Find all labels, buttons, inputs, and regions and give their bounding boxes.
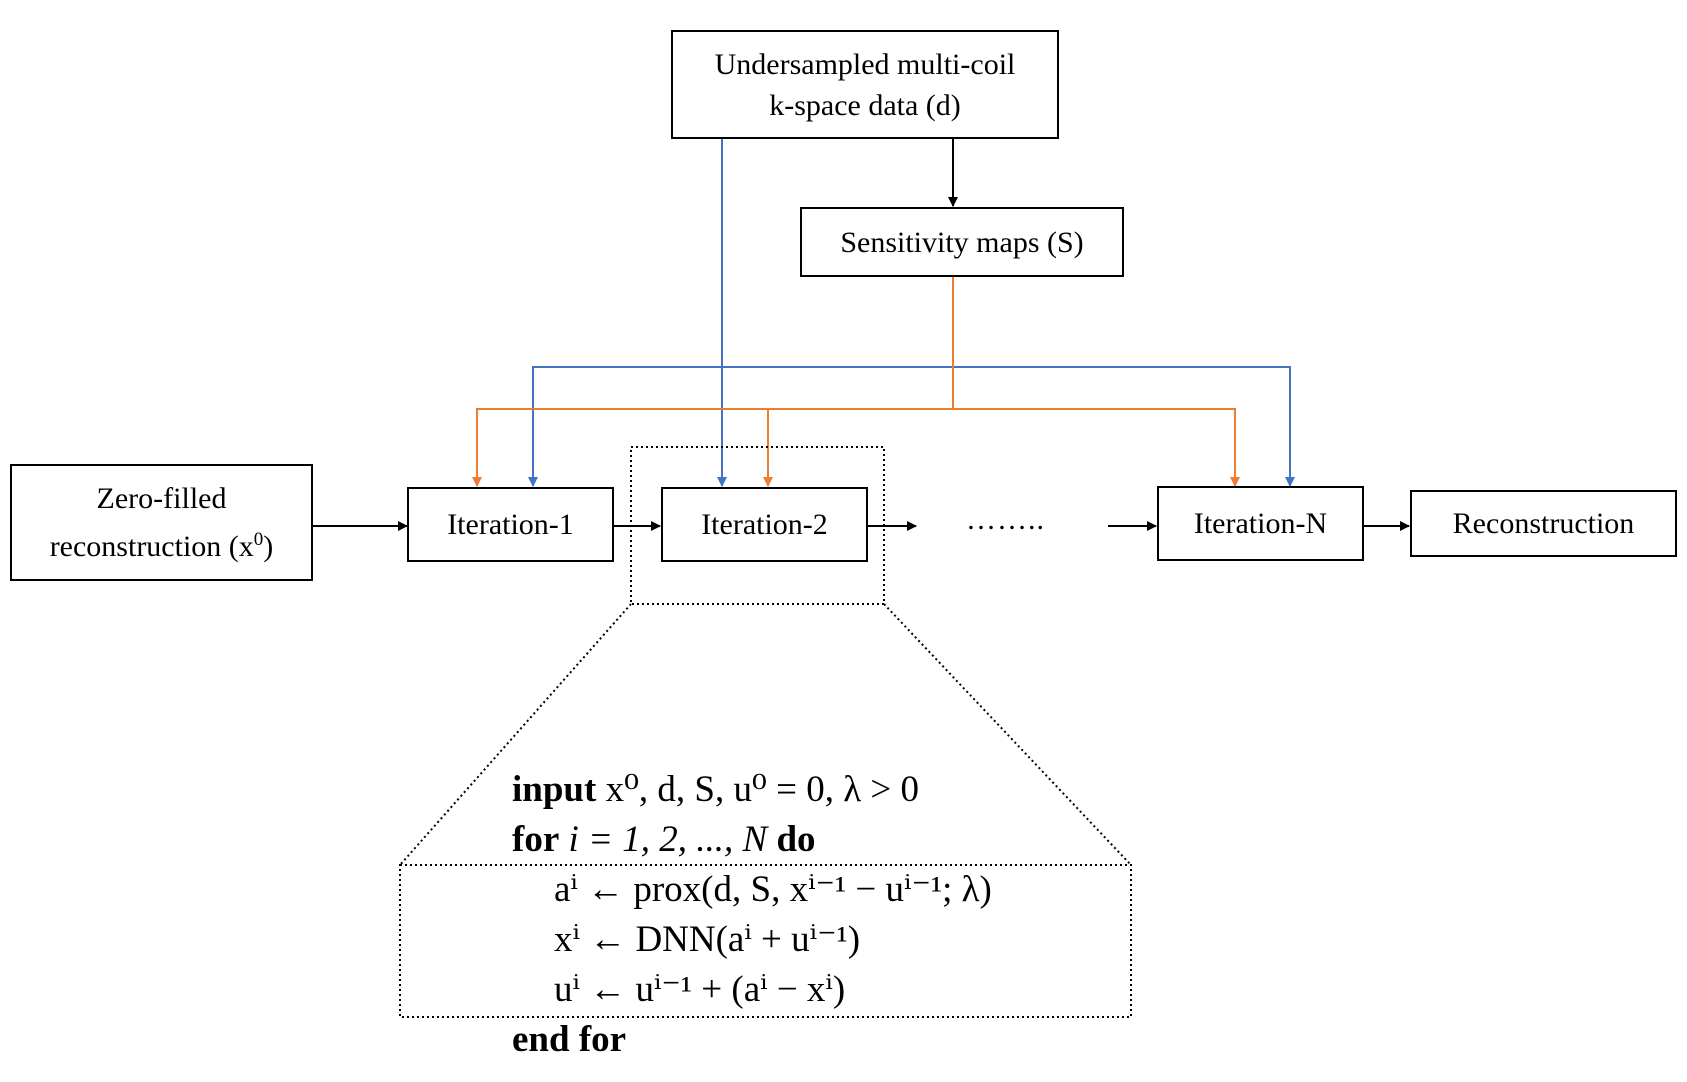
reconstruction-node: Reconstruction [1410, 490, 1677, 557]
input-args: x⁰, d, S, u⁰ = 0, λ > 0 [605, 769, 920, 810]
zero-filled-line2: reconstruction (x [49, 530, 254, 563]
iteration-n-node: Iteration-N [1157, 486, 1364, 561]
zero-filled-close: ) [263, 530, 274, 563]
kspace-label-line1: Undersampled multi-coil [714, 47, 1016, 81]
zoom-callout [399, 446, 1132, 1018]
iteration-1-label: Iteration-1 [447, 508, 574, 541]
kspace-label-line2: k-space data (d) [769, 88, 961, 122]
step-update: uⁱ ← uⁱ⁻¹ + (aⁱ − xⁱ) [554, 969, 846, 1010]
iteration-1-node: Iteration-1 [407, 487, 614, 562]
zero-filled-node: Zero-filled reconstruction (x0) [10, 464, 313, 581]
algorithm-block: input x⁰, d, S, u⁰ = 0, λ > 0 for i = 1,… [512, 765, 992, 1065]
sensitivity-maps-node: Sensitivity maps (S) [800, 207, 1124, 277]
reconstruction-label: Reconstruction [1452, 507, 1635, 540]
zero-filled-line1: Zero-filled [96, 482, 227, 515]
iteration-2-node: Iteration-2 [661, 487, 868, 562]
sensitivity-lines-orange [472, 277, 1240, 487]
kspace-data-node: Undersampled multi-coil k-space data (d) [671, 30, 1059, 139]
end-for-keyword: end for [512, 1019, 627, 1060]
zero-filled-sup: 0 [253, 529, 264, 550]
ellipsis: …….. [966, 503, 1045, 536]
iteration-n-label: Iteration-N [1193, 507, 1328, 540]
iteration-2-label: Iteration-2 [701, 508, 828, 541]
input-keyword: input [512, 769, 597, 810]
sensitivity-label: Sensitivity maps (S) [840, 225, 1084, 259]
for-range: i = 1, 2, ..., N [568, 819, 768, 860]
data-lines-blue [528, 139, 1295, 487]
step-dnn: xⁱ ← DNN(aⁱ + uⁱ⁻¹) [554, 919, 861, 960]
do-keyword: do [776, 819, 816, 860]
for-keyword: for [512, 819, 560, 860]
step-prox: aⁱ ← prox(d, S, xⁱ⁻¹ − uⁱ⁻¹; λ) [554, 869, 992, 910]
